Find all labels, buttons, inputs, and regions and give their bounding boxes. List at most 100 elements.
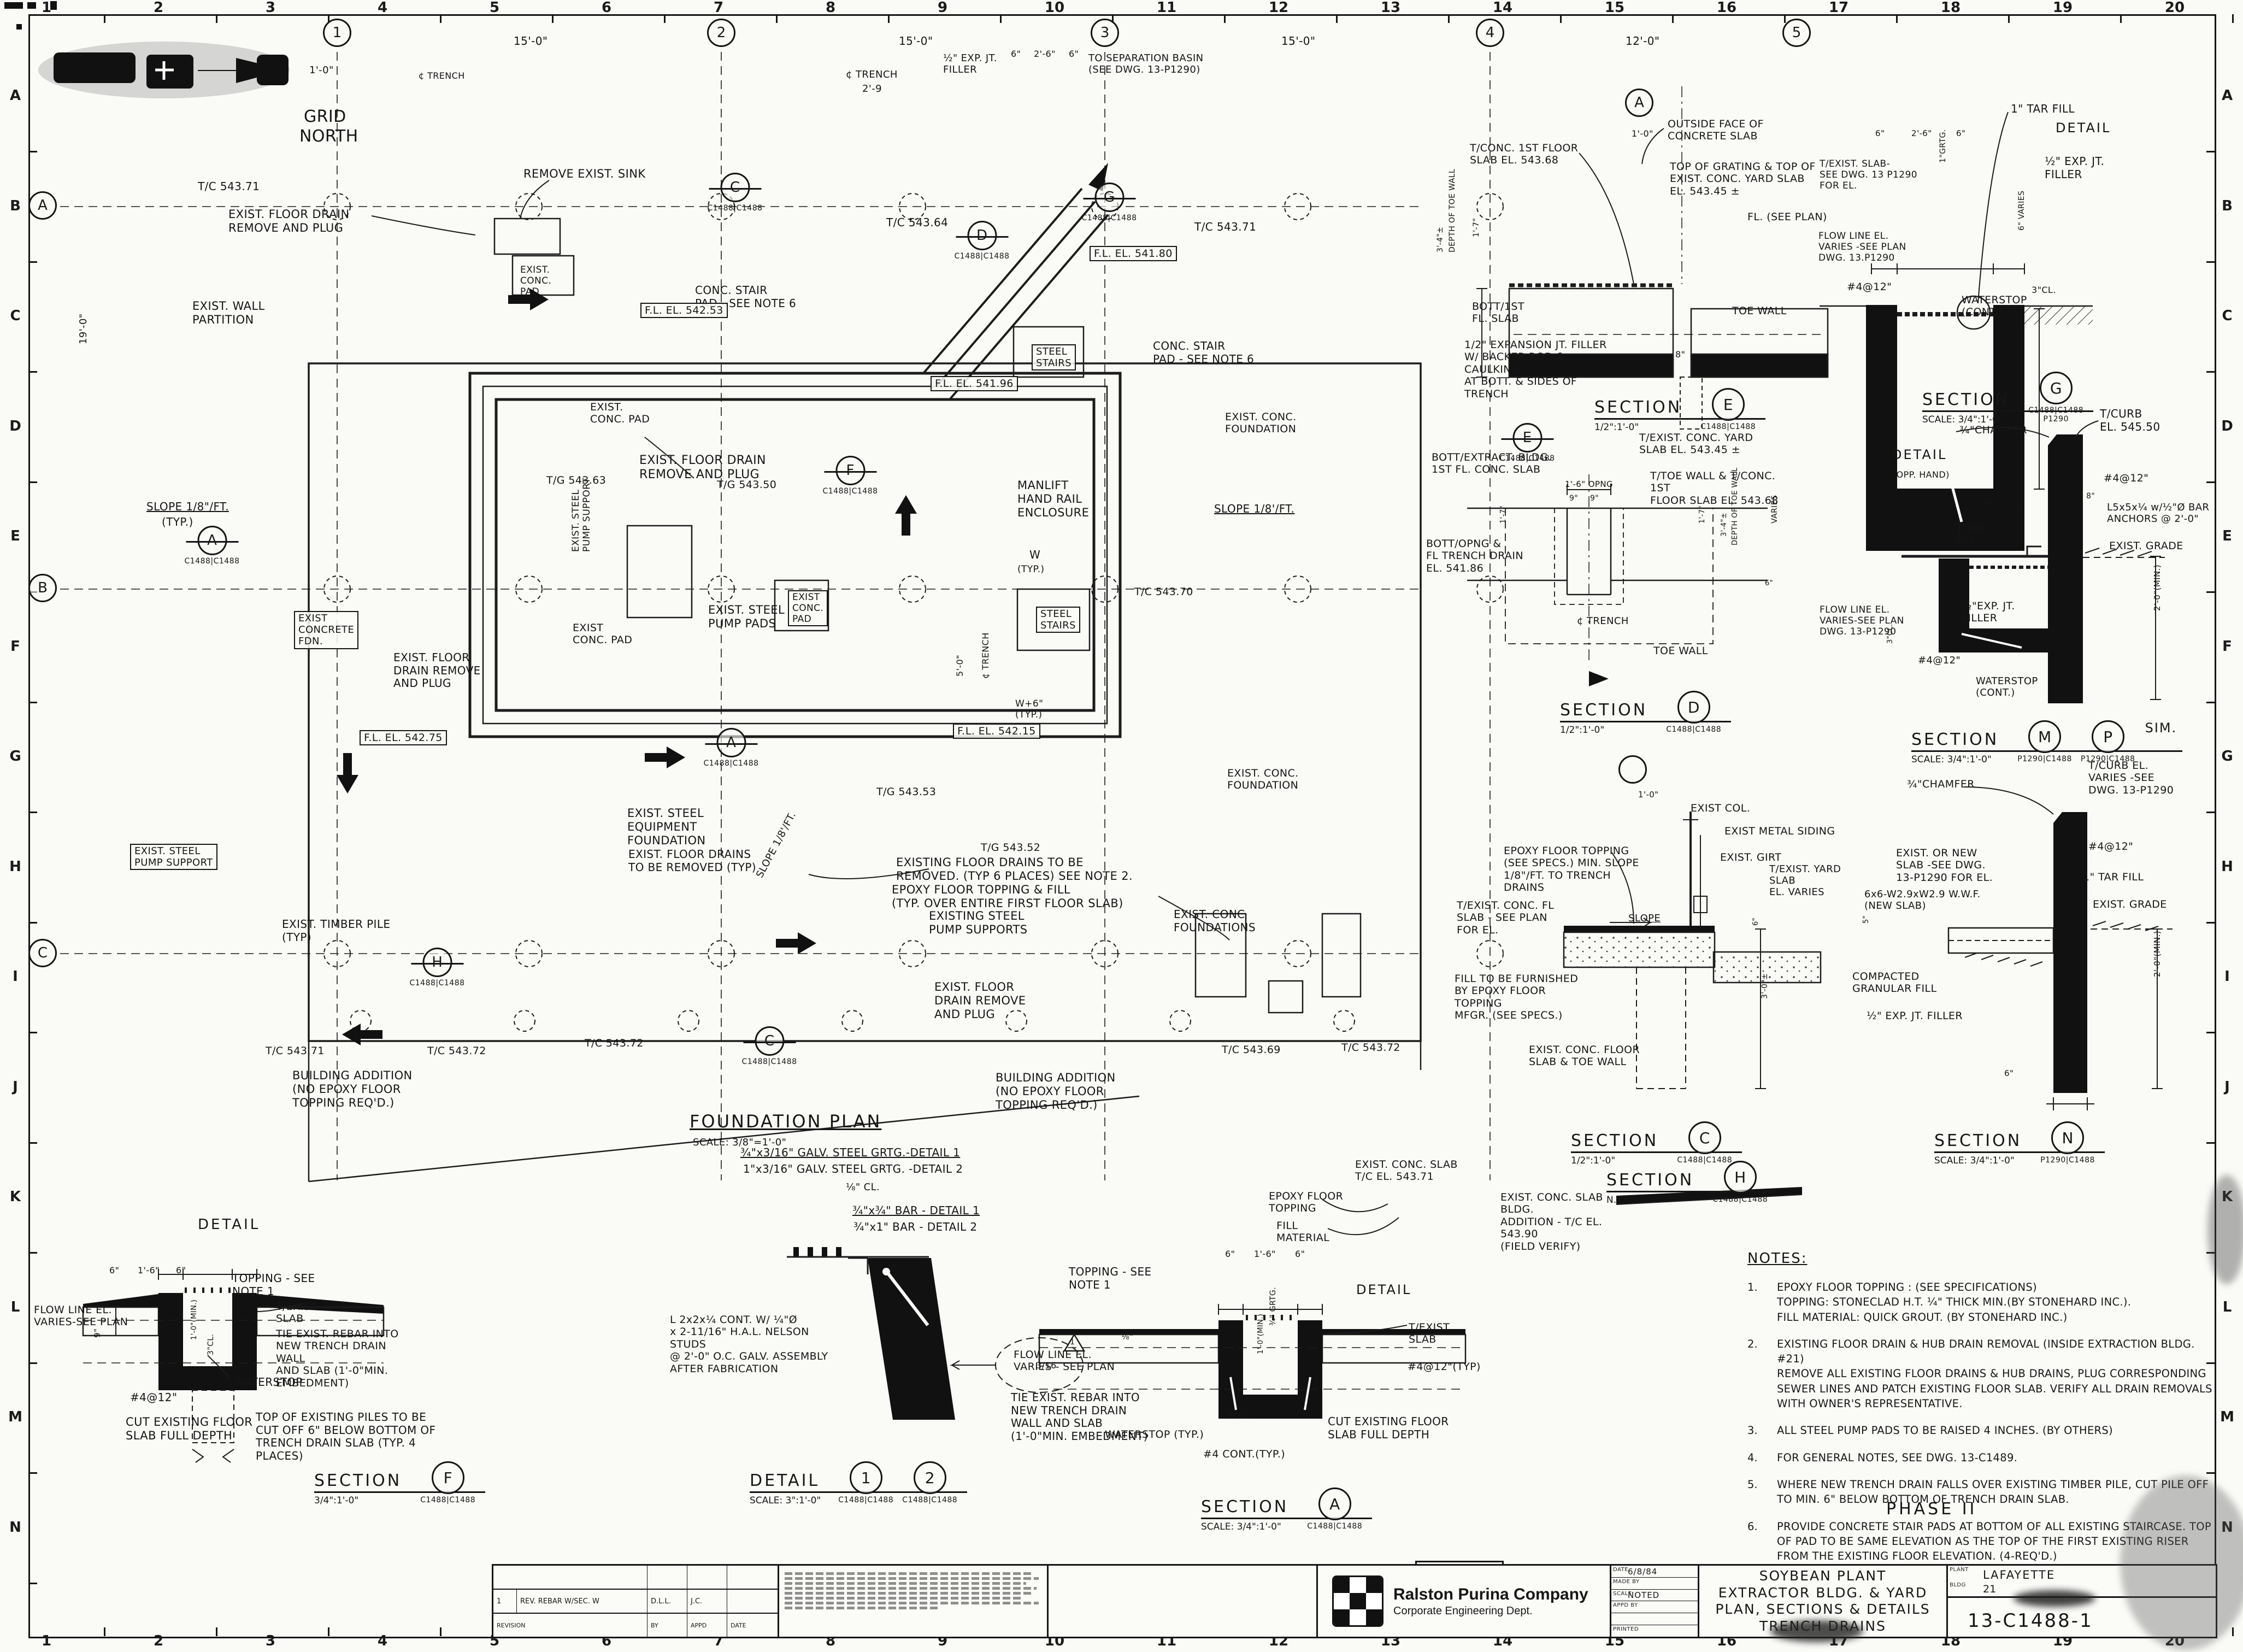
rev-header-appd: APPD (687, 1614, 727, 1637)
plant-label: PLANT (1950, 1567, 1969, 1573)
plan-annotation: T/EXIST. YARD SLAB EL. VARIES (1769, 863, 1841, 898)
plan-annotation: F.L. EL. 541.96 (931, 376, 1018, 392)
ruler-tick (28, 481, 37, 483)
plan-annotation: 1'-6" (1254, 1249, 1276, 1259)
ruler-tick (2206, 151, 2215, 152)
plan-annotation: COMPACTED GRANULAR FILL (1852, 971, 1937, 995)
plan-annotation: 9" (92, 1328, 102, 1338)
plan-annotation: 2'-6" (1034, 49, 1056, 59)
plan-annotation: ¢ TRENCH (1577, 615, 1629, 627)
ruler-tick (1448, 14, 1450, 23)
grid-bubble-5: 5 (1782, 19, 1811, 47)
revision-by: D.L.L. (647, 1590, 687, 1613)
ruler-row-C: C (10, 308, 21, 324)
plan-annotation: 12'-0" (1626, 34, 1660, 48)
ruler-row-G: G (2221, 748, 2233, 765)
revision-date (727, 1590, 778, 1613)
plan-annotation: EXIST. OR NEW SLAB -SEE DWG. 13-P1290 FO… (1896, 847, 1993, 884)
plan-annotation: 9" (1590, 494, 1599, 503)
ruler-col-10: 10 (1044, 0, 1065, 16)
plan-annotation: 1"x3/16" GALV. STEEL GRTG. -DETAIL 2 (743, 1162, 963, 1175)
ruler-tick (664, 14, 666, 23)
plan-annotation: 1'-7" (1472, 217, 1481, 237)
plan-annotation: 1'-6" (138, 1265, 160, 1275)
ruler-tick (2232, 1627, 2234, 1636)
ruler-col-5: 5 (489, 0, 500, 16)
plan-annotation: TOP OF EXISTING PILES TO BE CUT OFF 6" B… (256, 1410, 436, 1462)
plan-annotation: EXIST. CONC. SLAB BLDG. ADDITION - T/C E… (1500, 1191, 1603, 1253)
plan-annotation: EXIST. GIRT (1720, 851, 1782, 863)
plan-annotation: 1'-0"(MIN.) (190, 1299, 198, 1340)
grid-bubble-4: 4 (1476, 19, 1504, 47)
ruler-tick (104, 1627, 105, 1636)
plan-annotation: EXIST. GRADE (2109, 540, 2183, 552)
plant-and-number: PLANT LAFAYETTE BLDG 21 13-C1488-1 (1948, 1566, 2216, 1637)
ruler-row-D: D (9, 418, 21, 434)
plan-annotation: #4 CONT.(TYP.) (1203, 1448, 1286, 1460)
plan-annotation: BUILDING ADDITION (NO EPOXY FLOOR TOPPIN… (292, 1069, 413, 1109)
plan-annotation: 3"CL. (207, 1333, 215, 1355)
ruler-tick (2232, 14, 2234, 23)
plan-annotation: L 2x2x¼ CONT. W/ ¼"Ø x 2-11/16" H.A.L. N… (670, 1314, 828, 1375)
plan-annotation: 6" (1295, 1249, 1305, 1259)
ruler-col-14: 14 (1492, 0, 1513, 16)
ruler-tick (2206, 701, 2215, 703)
ruler-col-9: 9 (937, 0, 948, 16)
ruler-tick (2206, 481, 2215, 483)
plan-annotation: #4@12"(TYP) (1408, 1361, 1481, 1373)
ruler-col-2: 2 (153, 1633, 164, 1649)
plan-annotation: 1"TAR FILL (1956, 522, 1987, 546)
revision-mark: 1 (493, 1590, 517, 1613)
plan-annotation: 1"GRTG. (2016, 494, 2024, 526)
plan-annotation: EXIST. FLOOR DRAIN REMOVE AND PLUG (934, 980, 1026, 1021)
title-line-2: EXTRACTOR BLDG. & YARD (1718, 1584, 1928, 1601)
plan-annotation: 6" (1069, 49, 1079, 59)
plan-annotation: TOPPING - SEE NOTE 1 (1069, 1265, 1152, 1291)
plan-annotation: 1"GRTG. (1939, 129, 1947, 163)
photocopy-smudge (2120, 1475, 2243, 1650)
plan-annotation: 6" (1765, 579, 1774, 587)
plan-annotation: T/EXIST. CONC. YARD SLAB EL. 543.45 ± (1639, 432, 1753, 456)
plan-annotation: T/EXIST. SLAB (276, 1301, 320, 1325)
plan-annotation: (OPP. HAND) (1893, 469, 1950, 480)
revision-row: 1 REV. REBAR W/SEC. W D.L.L. J.C. (493, 1590, 778, 1614)
ruler-tick (1112, 14, 1114, 23)
plan-annotation: 15'-0" (899, 34, 933, 48)
plan-annotation: ½" EXP. JT. FILLER (1867, 1010, 1963, 1022)
plan-annotation: EXIST. STEEL PUMP PADS (708, 603, 785, 630)
ruler-col-4: 4 (377, 1633, 388, 1649)
ruler-col-4: 4 (377, 0, 388, 16)
ruler-tick (28, 1472, 37, 1474)
plan-annotation: EXIST. GRADE (2093, 898, 2167, 910)
plan-annotation: 1'-7" (1698, 505, 1706, 524)
plan-annotation: 1'-7" (1499, 505, 1508, 524)
plan-annotation: 8" (2086, 492, 2095, 501)
revision-desc: REV. REBAR W/SEC. W (517, 1590, 647, 1613)
blank-cell (1049, 1566, 1318, 1637)
plan-annotation: ⅛" (1121, 1332, 1134, 1342)
plan-annotation: (TYP.) (1017, 564, 1045, 575)
plan-annotation: T/TOE WALL & T/CONC. 1ST FLOOR SLAB EL. … (1650, 470, 1779, 507)
plan-annotation: TOE WALL (1653, 645, 1708, 657)
title-block: 1 REV. REBAR W/SEC. W D.L.L. J.C. REVISI… (492, 1564, 2217, 1638)
ruler-row-E: E (10, 528, 20, 544)
ruler-row-I: I (2224, 968, 2230, 985)
ruler-tick (552, 14, 554, 23)
ruler-tick (2206, 1252, 2215, 1254)
plan-annotation: DETAIL (2056, 120, 2111, 136)
plan-annotation: #4@12" (2088, 840, 2134, 853)
plan-annotation: EPOXY FLOOR TOPPING & FILL (TYP. OVER EN… (892, 883, 1123, 910)
ruler-tick (1896, 14, 1898, 23)
plan-annotation: EXIST CONC. PAD (573, 622, 633, 646)
plan-annotation: ½" EXP. JT. FILLER (2045, 155, 2105, 181)
ruler-row-L: L (10, 1298, 20, 1315)
ruler-row-A: A (9, 87, 21, 104)
grid-bubble-C: C (28, 939, 57, 967)
plan-annotation: ½" EXP. JT. FILLER (943, 52, 997, 76)
